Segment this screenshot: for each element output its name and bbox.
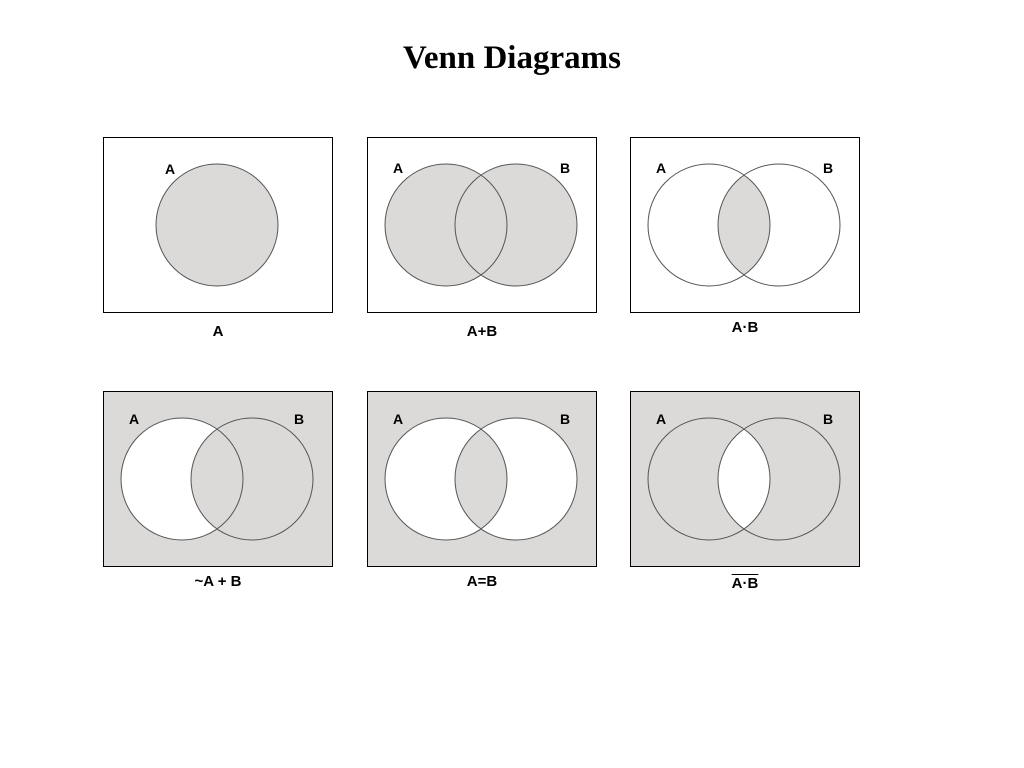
label-a: A bbox=[393, 160, 403, 176]
circle-b bbox=[190, 417, 314, 541]
venn-panel-union: A B bbox=[367, 137, 597, 313]
caption-not-a-or-b: ~A + B bbox=[194, 573, 242, 590]
circle-b bbox=[454, 163, 578, 287]
caption-intersection: A·B bbox=[731, 319, 759, 336]
circle-a bbox=[384, 163, 508, 287]
caption-union: A+B bbox=[466, 323, 498, 340]
label-a: A bbox=[656, 411, 666, 427]
label-b: B bbox=[560, 160, 570, 176]
venn-panel-equivalence: A B bbox=[367, 391, 597, 567]
caption-nand-text: A·B bbox=[731, 575, 759, 592]
label-b: B bbox=[560, 411, 570, 427]
caption-nand: A·B bbox=[630, 575, 860, 592]
label-b: B bbox=[823, 411, 833, 427]
venn-panel-a: A bbox=[103, 137, 333, 313]
circle-a bbox=[155, 163, 279, 287]
circle-b bbox=[454, 417, 578, 541]
venn-panel-nand: A B bbox=[630, 391, 860, 567]
circle-a bbox=[384, 417, 508, 541]
label-a: A bbox=[165, 161, 175, 177]
label-a: A bbox=[656, 160, 666, 176]
caption-equivalence: A=B bbox=[466, 573, 498, 590]
circle-b bbox=[717, 417, 841, 541]
venn-panel-intersection: A B bbox=[630, 137, 860, 313]
label-a: A bbox=[393, 411, 403, 427]
page-title: Venn Diagrams bbox=[403, 40, 621, 76]
venn-panel-not-a-or-b: A B bbox=[103, 391, 333, 567]
label-a: A bbox=[129, 411, 139, 427]
caption-a: A bbox=[212, 323, 224, 340]
label-b: B bbox=[823, 160, 833, 176]
circle-b bbox=[717, 163, 841, 287]
circle-a bbox=[647, 417, 771, 541]
label-b: B bbox=[294, 411, 304, 427]
circle-a bbox=[647, 163, 771, 287]
circle-a bbox=[120, 417, 244, 541]
